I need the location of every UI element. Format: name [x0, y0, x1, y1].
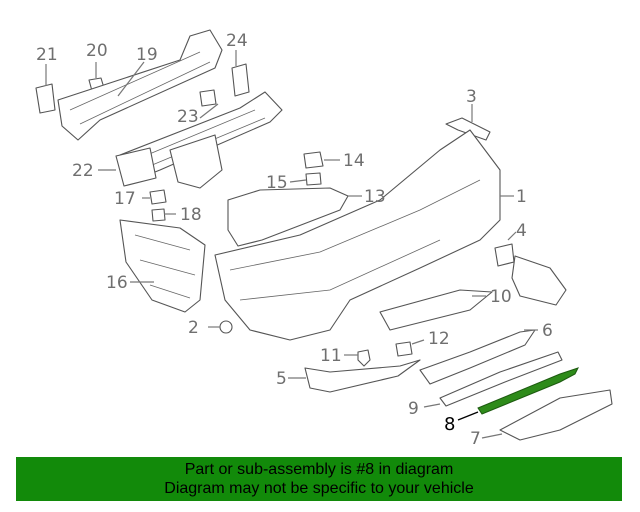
parts-diagram: 21 20 19 24 3 23 22 14 15 17 18 13 1 4 1… — [35, 29, 613, 449]
part-19-reinforcement — [57, 29, 223, 141]
lower-extension-panel — [511, 255, 567, 306]
part-4-reflector — [494, 243, 515, 267]
callout-16: 16 — [106, 273, 128, 293]
callout-3: 3 — [466, 87, 477, 107]
hitch-receiver — [169, 134, 223, 189]
callout-15: 15 — [266, 173, 288, 193]
callout-13: 13 — [364, 187, 386, 207]
callout-10: 10 — [490, 287, 512, 307]
part-9-strip — [439, 351, 563, 407]
callout-17: 17 — [114, 189, 136, 209]
callout-numbers: 21 20 19 24 3 23 22 14 15 17 18 13 1 4 1… — [36, 31, 553, 449]
callout-18: 18 — [180, 205, 202, 225]
callout-11: 11 — [320, 346, 342, 366]
callout-14: 14 — [343, 151, 365, 171]
callout-line-8 — [457, 411, 479, 421]
callout-7: 7 — [470, 429, 481, 449]
callout-2: 2 — [188, 318, 199, 338]
part-24-bracket — [231, 63, 250, 97]
callout-20: 20 — [86, 41, 108, 61]
part-1-bumper-cover — [214, 129, 501, 341]
part-3-trim — [445, 117, 491, 141]
part-7-extension — [499, 389, 613, 441]
callout-6: 6 — [542, 321, 553, 341]
banner-line-disclaimer: Diagram may not be specific to your vehi… — [164, 480, 474, 497]
part-2-screw — [219, 320, 233, 334]
callout-23: 23 — [177, 107, 199, 127]
part-11-pin — [357, 349, 371, 367]
callout-4: 4 — [516, 221, 527, 241]
part-8-moulding — [477, 367, 579, 415]
callout-21: 21 — [36, 45, 58, 65]
part-18-nut — [151, 208, 166, 222]
part-15-nut — [305, 172, 322, 186]
callout-5: 5 — [276, 369, 287, 389]
callout-22: 22 — [72, 161, 94, 181]
part-22-bracket — [115, 147, 157, 187]
part-12-clip — [395, 341, 413, 357]
part-6-trim — [419, 329, 536, 385]
part-10-absorber — [379, 289, 493, 331]
part-14-nut — [303, 151, 324, 169]
part-13-bracket — [227, 187, 349, 247]
callout-8: 8 — [444, 414, 455, 435]
callout-24: 24 — [226, 31, 248, 51]
banner-line-part: Part or sub-assembly is #8 in diagram — [184, 461, 454, 478]
callout-19: 19 — [136, 45, 158, 65]
part-5-valance — [304, 359, 421, 393]
info-banner: Part or sub-assembly is #8 in diagram Di… — [16, 457, 622, 501]
callout-9: 9 — [408, 399, 419, 419]
callout-lines — [45, 50, 538, 439]
callout-1: 1 — [516, 187, 527, 207]
part-17-nut — [149, 189, 167, 205]
part-23-nut — [199, 89, 217, 107]
part-21-bracket — [35, 83, 56, 114]
callout-12: 12 — [428, 329, 450, 349]
